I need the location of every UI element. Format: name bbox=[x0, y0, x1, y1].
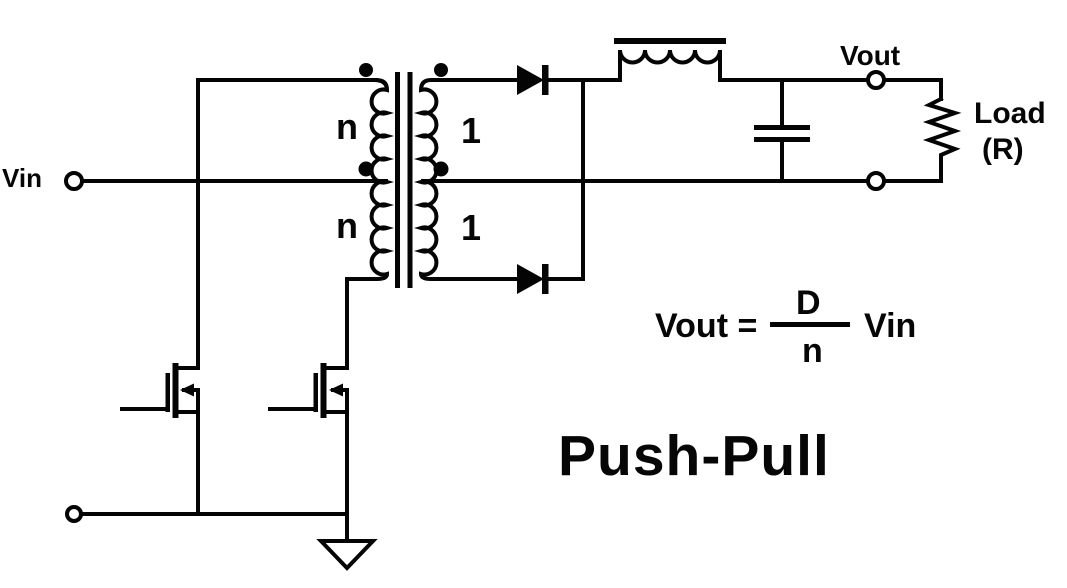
load-resistor bbox=[922, 96, 962, 183]
mosfet-left bbox=[120, 363, 200, 516]
transformer bbox=[345, 63, 519, 370]
mosfet-right-gate-bar bbox=[313, 373, 318, 412]
capacitor-plate-top bbox=[754, 125, 810, 130]
wires bbox=[79, 78, 943, 516]
secondary-top-turns-label: 1 bbox=[461, 110, 481, 151]
diode-top-triangle bbox=[517, 65, 544, 95]
primary-winding bbox=[345, 77, 395, 370]
diode-bottom bbox=[517, 264, 549, 294]
formula-numerator: D bbox=[796, 284, 821, 322]
phase-dot-primary-top bbox=[359, 63, 373, 77]
mosfet-left-arrow bbox=[180, 383, 194, 397]
core-bar-right bbox=[407, 72, 413, 288]
load-r-label: (R) bbox=[982, 133, 1024, 166]
secondary-winding bbox=[413, 78, 519, 281]
mosfet-left-gate-bar bbox=[165, 373, 170, 412]
mosfet-right-channel-bar bbox=[320, 363, 327, 418]
mosfet-left-channel-bar bbox=[172, 363, 179, 418]
mosfet-right bbox=[268, 363, 349, 542]
formula-fraction-bar bbox=[770, 322, 850, 327]
mosfet-right-arrow bbox=[329, 383, 343, 397]
secondary-bottom-turns-label: 1 bbox=[461, 207, 481, 248]
phase-dot-primary-mid bbox=[358, 161, 374, 177]
inductor-coil bbox=[618, 49, 722, 82]
formula-rhs: Vin bbox=[864, 307, 916, 345]
inductor-core-bar bbox=[614, 38, 726, 44]
ground-icon bbox=[316, 539, 378, 571]
diode-bottom-triangle bbox=[517, 264, 544, 294]
output-capacitor bbox=[754, 78, 810, 183]
vout-terminal bbox=[866, 70, 886, 90]
primary-top-branch-wire bbox=[196, 78, 378, 370]
primary-top-turns-label: n bbox=[336, 106, 358, 147]
output-voltage-formula: Vout = D n Vin bbox=[655, 284, 916, 370]
diode-top-cathode-bar bbox=[542, 65, 549, 95]
vout-label: Vout bbox=[840, 40, 900, 71]
core-bar-left bbox=[395, 72, 400, 288]
vin-label: Vin bbox=[2, 163, 42, 193]
output-top-rail bbox=[547, 78, 943, 101]
formula-denominator: n bbox=[802, 332, 823, 370]
phase-dot-secondary-top bbox=[434, 63, 448, 77]
input-return-terminal bbox=[65, 505, 83, 523]
resistor-zigzag bbox=[922, 96, 962, 183]
load-label: Load bbox=[974, 97, 1046, 130]
diode-top bbox=[517, 65, 549, 95]
page-title: Push-Pull bbox=[558, 424, 830, 488]
diode-bottom-cathode-bar bbox=[542, 264, 549, 294]
phase-dot-secondary-mid bbox=[433, 161, 449, 177]
capacitor-plate-bottom bbox=[754, 137, 810, 142]
formula-lhs: Vout = bbox=[655, 307, 757, 345]
vin-terminal bbox=[64, 171, 84, 191]
output-return-terminal bbox=[866, 171, 886, 191]
primary-bottom-turns-label: n bbox=[336, 205, 358, 246]
output-inductor bbox=[614, 38, 726, 82]
